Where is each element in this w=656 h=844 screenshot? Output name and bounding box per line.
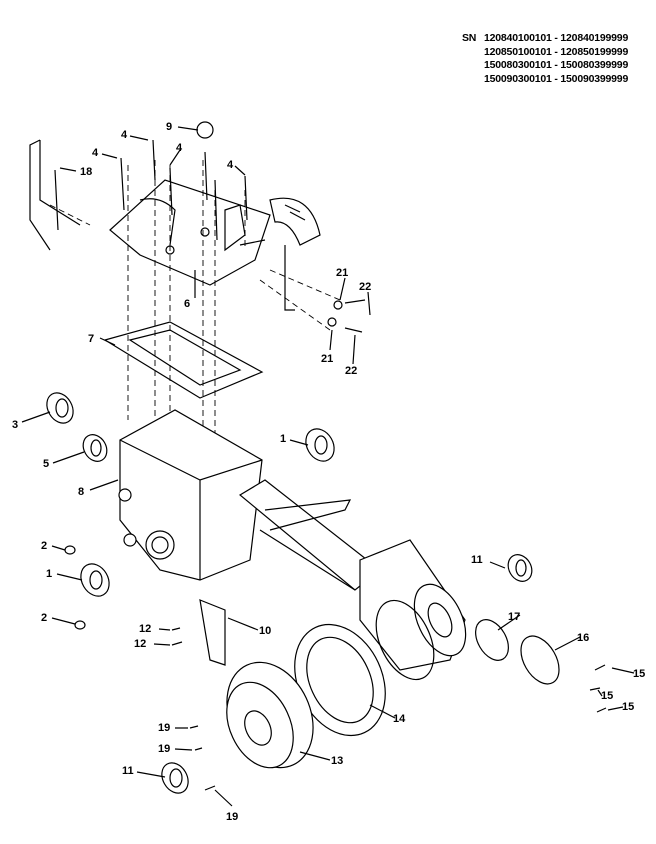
callout: 19 <box>226 811 238 823</box>
callout: 19 <box>158 722 170 734</box>
callout: 15 <box>633 668 645 680</box>
sn-range: 150090300101 - 150090399999 <box>484 72 629 85</box>
sn-range: 120850100101 - 120850199999 <box>484 45 629 58</box>
part-seals <box>46 392 560 794</box>
callout: 5 <box>43 458 49 470</box>
callout: 4 <box>92 147 99 159</box>
callout: 8 <box>78 486 84 498</box>
callout-labels: 18 4 4 9 4 4 6 21 22 21 22 7 3 1 5 8 2 1… <box>12 121 645 823</box>
callout: 15 <box>622 701 634 713</box>
callout: 15 <box>601 690 613 702</box>
callout: 4 <box>176 142 183 154</box>
part-axle-tube <box>238 479 381 591</box>
callout: 2 <box>41 540 47 552</box>
callout: 13 <box>331 755 343 767</box>
callout: 6 <box>184 298 190 310</box>
callout: 10 <box>259 625 271 637</box>
callout: 9 <box>166 121 172 133</box>
callout: 7 <box>88 333 94 345</box>
callout: 16 <box>577 632 589 644</box>
callout: 22 <box>359 281 371 293</box>
callout: 1 <box>46 568 52 580</box>
callout: 4 <box>227 159 234 171</box>
part-rod <box>29 139 81 251</box>
callout: 12 <box>139 623 151 635</box>
sn-range: 150080300101 - 150080399999 <box>484 59 629 71</box>
part-shield <box>269 197 321 311</box>
part-top-cover <box>109 179 271 286</box>
callout: 4 <box>121 129 128 141</box>
callout: 17 <box>508 611 520 623</box>
callout: 19 <box>158 743 170 755</box>
serial-number-block: SN 120840100101 - 120840199999 1208501001… <box>462 32 628 86</box>
callout: 1 <box>280 433 286 445</box>
sn-label: SN <box>462 32 477 44</box>
callout: 18 <box>80 166 92 178</box>
sn-range: 120840100101 - 120840199999 <box>484 32 629 44</box>
callout: 21 <box>336 267 348 279</box>
leader-lines <box>21 126 635 807</box>
callout: 14 <box>393 713 406 725</box>
callout: 2 <box>41 612 47 624</box>
callout: 22 <box>345 365 357 377</box>
callout: 11 <box>122 765 134 777</box>
callout: 11 <box>471 554 483 566</box>
callout: 21 <box>321 353 333 365</box>
callout: 12 <box>134 638 146 650</box>
part-gasket <box>103 321 264 399</box>
callout: 3 <box>12 419 18 431</box>
